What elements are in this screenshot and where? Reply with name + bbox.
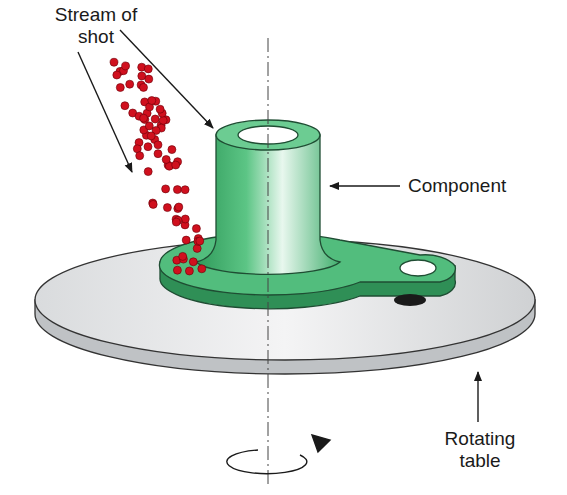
shot-dot xyxy=(173,186,181,194)
shot-dot xyxy=(181,186,189,194)
shot-dot xyxy=(140,83,148,91)
axis-line xyxy=(268,38,269,485)
shot-dot xyxy=(159,116,167,124)
shot-dot xyxy=(154,150,162,158)
shot-dot xyxy=(173,266,181,274)
shot-dot xyxy=(179,252,187,260)
shot-stream xyxy=(110,58,206,275)
shot-dot xyxy=(198,265,206,273)
shot-dot xyxy=(145,122,153,130)
rotation-arrow xyxy=(227,435,330,474)
shot-dot xyxy=(185,267,193,275)
shot-dot xyxy=(168,146,176,154)
shot-dot xyxy=(149,200,157,208)
shot-dot xyxy=(196,237,204,245)
part-label: Rotating table xyxy=(425,428,535,472)
shot-dot xyxy=(144,65,152,73)
shot-dot xyxy=(151,115,159,123)
shot-dot xyxy=(122,62,130,70)
shot-dot xyxy=(182,236,190,244)
shot-dot xyxy=(145,75,153,83)
shot-dot xyxy=(147,132,155,140)
shot-dot xyxy=(126,80,134,88)
leader-arrows xyxy=(78,30,478,422)
shot-dot xyxy=(121,102,129,110)
shot-dot xyxy=(113,71,121,79)
shot-dot xyxy=(110,58,118,66)
shot-dot xyxy=(192,225,200,233)
shot-dot xyxy=(136,152,144,160)
shot-dot xyxy=(172,218,180,226)
shot-dot xyxy=(144,168,152,176)
shot-dot xyxy=(163,204,171,212)
shot-dot xyxy=(189,258,197,266)
shot-dot xyxy=(162,185,170,193)
shot-dot xyxy=(175,203,183,211)
shot-dot xyxy=(181,215,189,223)
part-label: Component xyxy=(408,175,558,197)
shot-dot xyxy=(162,156,170,164)
shot-dot xyxy=(116,84,124,92)
shot-dot xyxy=(140,114,148,122)
shot-dot xyxy=(148,97,156,105)
stream-label: Stream of shot xyxy=(40,4,152,48)
shot-dot xyxy=(154,141,162,149)
shot-dot xyxy=(156,105,164,113)
shot-dot xyxy=(144,143,152,151)
shot-dot xyxy=(193,244,201,252)
shot-dot xyxy=(172,161,180,169)
